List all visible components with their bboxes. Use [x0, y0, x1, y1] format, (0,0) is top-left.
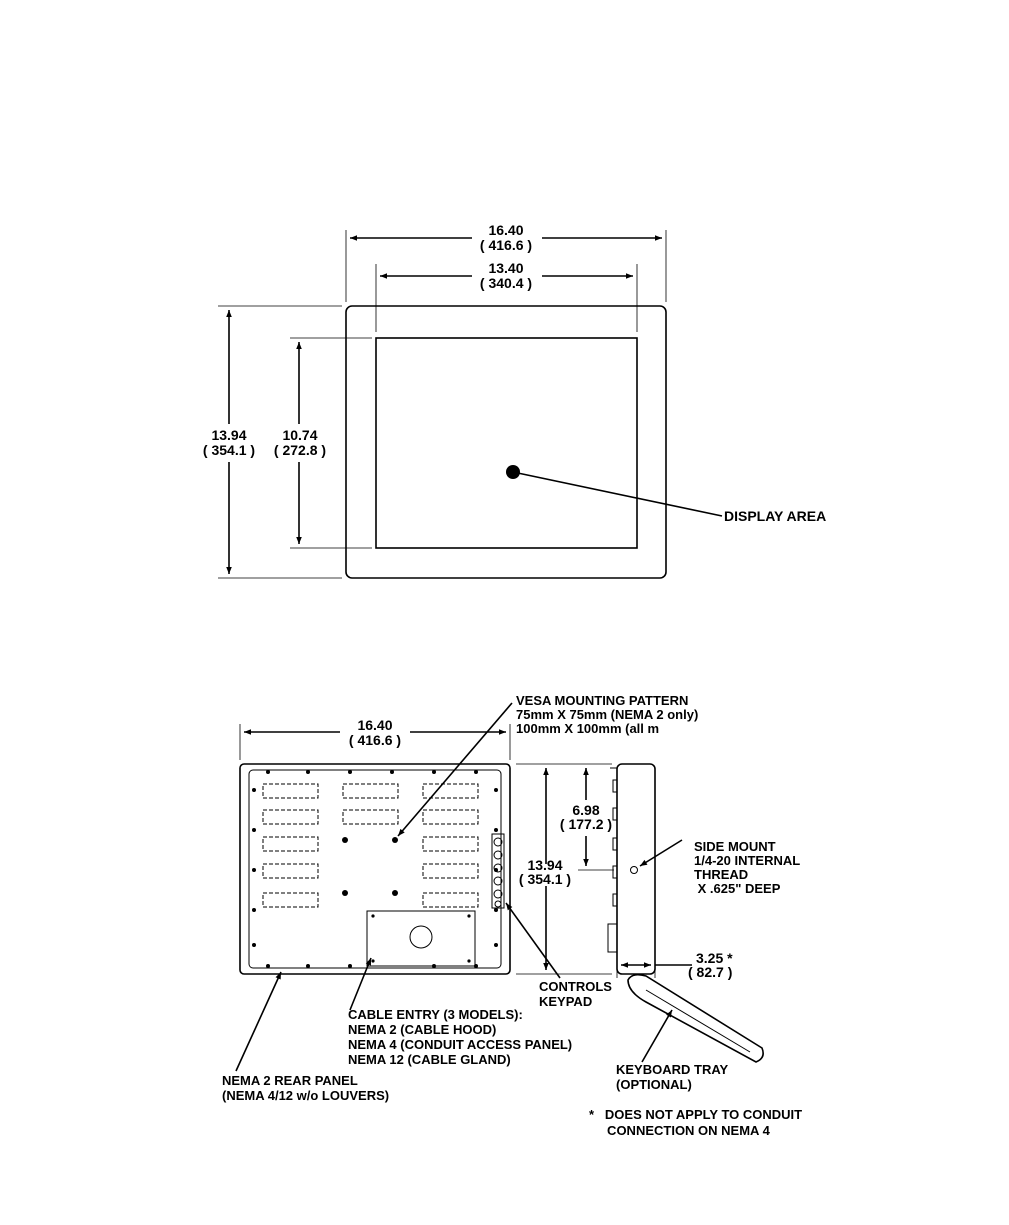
- side-mount-line-3: THREAD: [694, 867, 748, 882]
- display-width-inch: 13.40: [488, 260, 523, 276]
- cable-entry-line-3: NEMA 4 (CONDUIT ACCESS PANEL): [348, 1037, 572, 1052]
- controls-keypad: [491, 833, 505, 909]
- front-view: 16.40 ( 416.6 ) 13.40 ( 340.4 ) 13.94 ( …: [203, 222, 826, 579]
- cable-entry-plate: [366, 910, 476, 967]
- side-body: [616, 763, 656, 975]
- front-bezel: [345, 305, 667, 579]
- vesa-line-2: 75mm X 75mm (NEMA 2 only): [516, 707, 698, 722]
- cable-entry-line-4: NEMA 12 (CABLE GLAND): [348, 1052, 511, 1067]
- keyboard-tray: [627, 973, 764, 1063]
- display-height-inch: 10.74: [282, 427, 317, 443]
- display-height-mm: ( 272.8 ): [274, 442, 326, 458]
- rear-width-inch: 16.40: [357, 717, 392, 733]
- side-mount-line-1: SIDE MOUNT: [694, 839, 776, 854]
- rear-louvers: [262, 783, 479, 908]
- cable-entry-line-1: CABLE ENTRY (3 MODELS):: [348, 1007, 523, 1022]
- display-width-mm: ( 340.4 ): [480, 275, 532, 291]
- front-height-inch: 13.94: [211, 427, 246, 443]
- cable-entry-hole: [409, 925, 433, 949]
- front-width-inch: 16.40: [488, 222, 523, 238]
- depth-mm: ( 82.7 ): [688, 964, 732, 980]
- rear-panel-line-2: (NEMA 4/12 w/o LOUVERS): [222, 1088, 389, 1103]
- rear-panel-inner: [248, 769, 502, 969]
- rear-frame: [239, 763, 511, 975]
- side-height-mm: ( 354.1 ): [519, 871, 571, 887]
- rear-view: 16.40 ( 416.6 ) VESA MOUNTING PATTERN 75…: [222, 693, 698, 1103]
- cable-entry-line-2: NEMA 2 (CABLE HOOD): [348, 1022, 496, 1037]
- side-mount-line-2: 1/4-20 INTERNAL: [694, 853, 800, 868]
- controls-label-2: KEYPAD: [539, 994, 592, 1009]
- half-height-inch: 6.98: [572, 802, 599, 818]
- depth-inch: 3.25 *: [696, 950, 733, 966]
- keyboard-tray-line-1: KEYBOARD TRAY: [616, 1062, 729, 1077]
- half-height-mm: ( 177.2 ): [560, 816, 612, 832]
- vesa-line-1: VESA MOUNTING PATTERN: [516, 693, 688, 708]
- footnote-line-1: * DOES NOT APPLY TO CONDUIT: [589, 1107, 802, 1122]
- vesa-line-3: 100mm X 100mm (all m: [516, 721, 659, 736]
- display-area-rect: [375, 337, 638, 549]
- side-mount-hole: [630, 866, 638, 874]
- side-mount-line-4: X .625" DEEP: [694, 881, 781, 896]
- front-width-mm: ( 416.6 ): [480, 237, 532, 253]
- rear-screws: [252, 770, 498, 968]
- rear-width-mm: ( 416.6 ): [349, 732, 401, 748]
- side-height-inch: 13.94: [527, 857, 562, 873]
- footnote: * DOES NOT APPLY TO CONDUIT CONNECTION O…: [589, 1107, 802, 1138]
- rear-panel-line-1: NEMA 2 REAR PANEL: [222, 1073, 358, 1088]
- display-area-label: DISPLAY AREA: [724, 508, 826, 524]
- front-height-mm: ( 354.1 ): [203, 442, 255, 458]
- side-view: 13.94 ( 354.1 ) 6.98 ( 177.2 ) SIDE MOUN…: [516, 763, 800, 1092]
- controls-label-1: CONTROLS: [539, 979, 612, 994]
- keyboard-tray-line-2: (OPTIONAL): [616, 1077, 692, 1092]
- footnote-line-2: CONNECTION ON NEMA 4: [589, 1123, 771, 1138]
